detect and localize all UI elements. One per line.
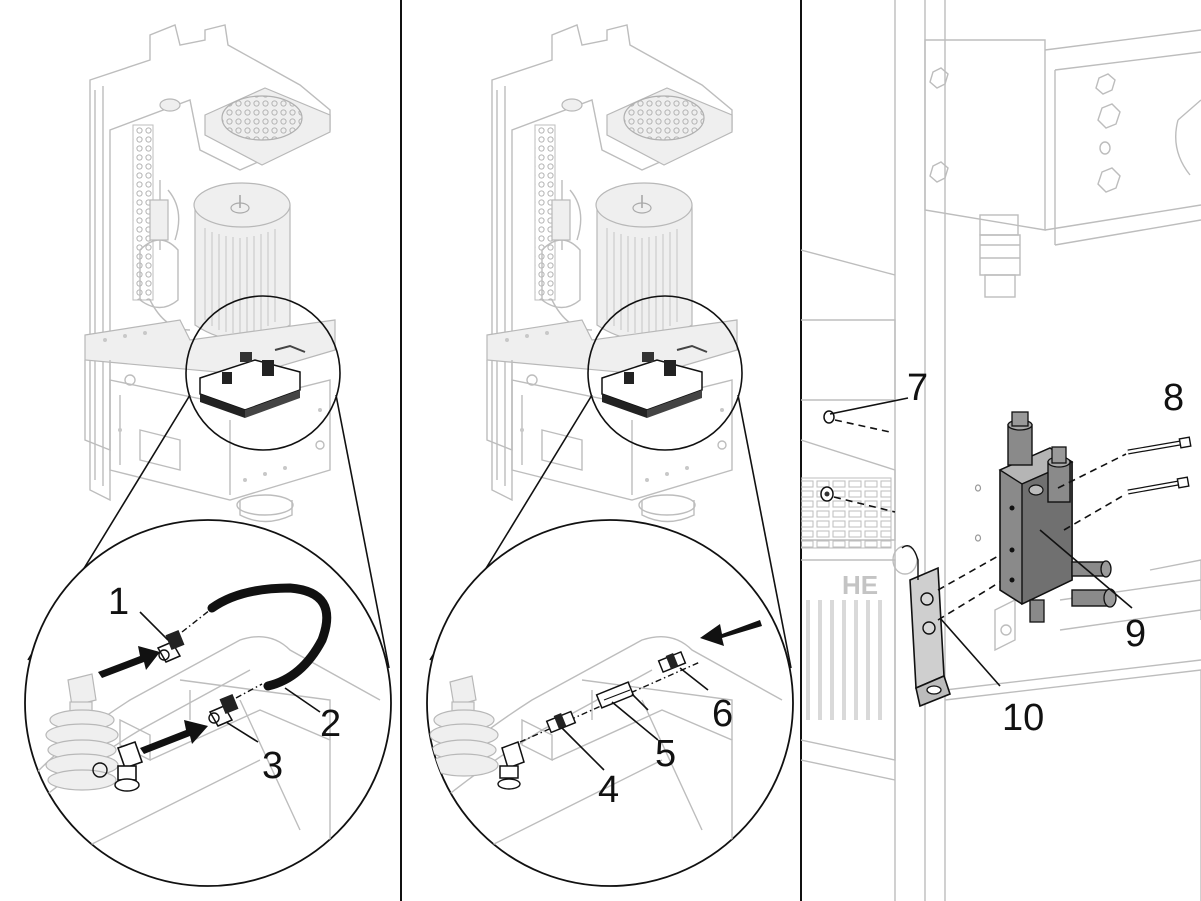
callout-5: 5 xyxy=(655,733,676,775)
panel-3: HE xyxy=(801,0,1201,901)
callout-6: 6 xyxy=(712,693,733,735)
zoom-line-right xyxy=(335,394,390,669)
fitting-1 xyxy=(156,629,185,663)
arrow-lower xyxy=(140,720,208,754)
arrow-in xyxy=(700,620,762,646)
callout-1: 1 xyxy=(108,581,129,623)
panel-2: 4 5 6 xyxy=(426,24,794,887)
callout-9: 9 xyxy=(1125,613,1146,655)
fitting-3 xyxy=(208,693,239,727)
panel-1: 1 2 3 xyxy=(24,24,392,887)
brand-fragment: HE xyxy=(842,570,878,600)
detail-marker-circle xyxy=(185,295,341,451)
bolt-8 xyxy=(1127,436,1192,495)
part-6 xyxy=(657,650,687,674)
part-4 xyxy=(545,710,577,734)
callout-10: 10 xyxy=(1002,697,1044,739)
part-5 xyxy=(595,681,635,709)
callout-4: 4 xyxy=(598,769,619,811)
hose-2 xyxy=(207,583,332,691)
valve-block-9 xyxy=(998,411,1117,623)
zoom-line-right-2 xyxy=(737,394,792,669)
callout-7: 7 xyxy=(907,367,928,409)
arrow-upper xyxy=(98,646,160,678)
callout-8: 8 xyxy=(1163,377,1184,419)
bracket-10 xyxy=(901,545,951,708)
callout-3: 3 xyxy=(262,745,283,787)
detail-circle xyxy=(24,519,392,887)
detail-marker-circle-2 xyxy=(587,295,743,451)
callout-2: 2 xyxy=(320,703,341,745)
